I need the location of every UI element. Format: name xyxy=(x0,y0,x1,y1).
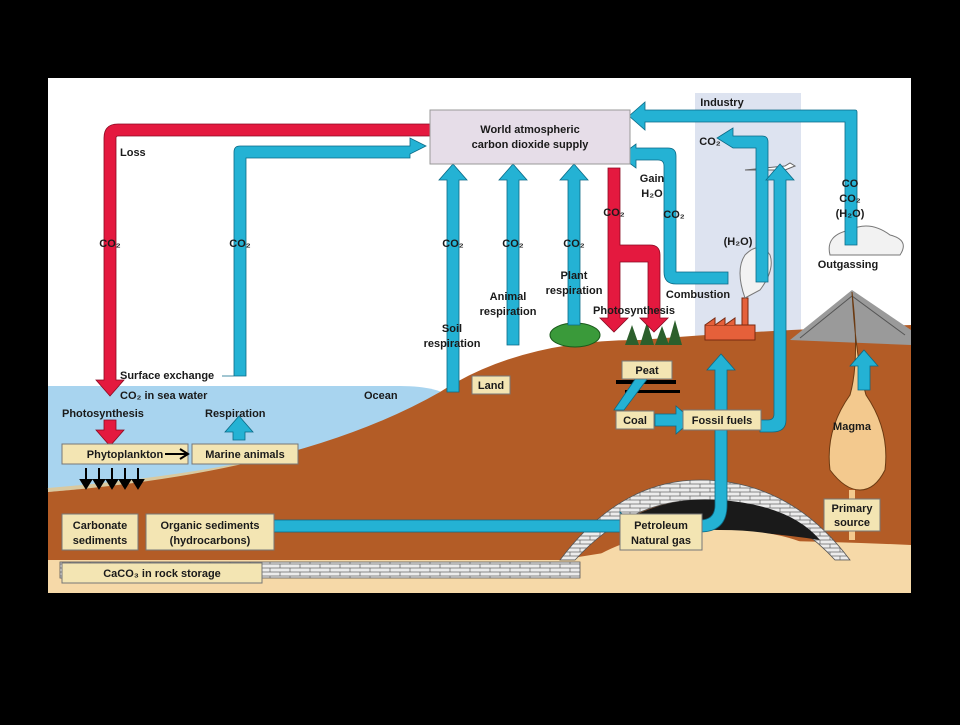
forest-trees xyxy=(625,320,682,345)
soil-respiration-line-2: respiration xyxy=(424,338,481,350)
peat-label: Peat xyxy=(635,365,659,377)
co2-soil-label: CO₂ xyxy=(442,238,464,250)
rock-dome xyxy=(559,479,851,561)
primary-source-box xyxy=(823,498,881,532)
co2-animal-label: CO₂ xyxy=(502,238,524,250)
gain-h2o-label: H₂O xyxy=(641,188,663,200)
combustion-arrow xyxy=(619,143,729,285)
outgassing-label: Outgassing xyxy=(818,259,879,271)
blue-arrows xyxy=(222,101,879,541)
carbonate-line-1: Carbonate xyxy=(73,520,127,532)
caco3-label: CaCO₃ in rock storage xyxy=(103,568,221,580)
co2-sea-water-label: CO₂ in sea water xyxy=(120,390,208,402)
co2-sea-label: CO₂ xyxy=(229,238,251,250)
animal-respiration-arrow xyxy=(498,163,528,346)
atmosphere-box xyxy=(429,109,631,165)
primary-line-1: Primary xyxy=(832,503,874,515)
organic-box xyxy=(145,513,275,551)
primary-line-2: source xyxy=(834,517,870,529)
ocean-label: Ocean xyxy=(364,390,398,402)
organic-line-1: Organic sediments xyxy=(160,520,259,532)
plume-h2o-label: (H₂O) xyxy=(724,236,753,248)
industry-label: Industry xyxy=(700,97,744,109)
co2-plant-label: CO₂ xyxy=(563,238,585,250)
sea-to-atmosphere-arrow xyxy=(222,137,427,377)
peat-layer-2 xyxy=(625,390,680,393)
petroleum-box xyxy=(619,513,703,551)
carbonate-box xyxy=(61,513,139,551)
sea-respiration-arrow xyxy=(224,415,254,441)
peat-layer-1 xyxy=(616,380,676,384)
fossil-fuels-label: Fossil fuels xyxy=(692,415,753,427)
sea-photosynthesis-label: Photosynthesis xyxy=(62,408,144,420)
petroleum-label: Petroleum xyxy=(634,520,688,532)
magma-label: Magma xyxy=(833,421,872,433)
fossil-fuels-box xyxy=(682,409,762,431)
land-photosynthesis-arrow xyxy=(599,167,669,333)
surface-exchange-label: Surface exchange xyxy=(120,370,214,382)
plant-respiration-line-2: respiration xyxy=(546,285,603,297)
plant-respiration-arrow xyxy=(559,163,589,326)
co2-industry-label: CO₂ xyxy=(699,136,721,148)
soil-respiration-arrow xyxy=(438,163,468,393)
carbonate-line-2: sediments xyxy=(73,535,127,547)
coal-box xyxy=(615,410,655,430)
phytoplankton-label: Phytoplankton xyxy=(87,449,164,461)
sea-respiration-label: Respiration xyxy=(205,408,266,420)
volcano-cone xyxy=(790,290,911,345)
airplane-co2-arrow xyxy=(716,127,769,283)
atmosphere-line-2: carbon dioxide supply xyxy=(472,139,590,151)
organic-line-2: (hydrocarbons) xyxy=(170,535,251,547)
shrub xyxy=(549,322,601,348)
volcano-co-arrow xyxy=(628,101,858,246)
plant-respiration-line-1: Plant xyxy=(561,270,588,282)
phyto-to-marine-arrow xyxy=(165,448,190,460)
land-photosynthesis-label: Photosynthesis xyxy=(593,305,675,317)
land-label: Land xyxy=(478,380,504,392)
red-arrows xyxy=(95,123,669,447)
volcano-h2o-label: (H₂O) xyxy=(836,208,865,220)
fossil-upward-arrow xyxy=(699,353,736,533)
animal-respiration-line-2: respiration xyxy=(480,306,537,318)
land-box xyxy=(471,375,511,395)
sea-photosynthesis-arrow xyxy=(95,419,125,447)
combustion-label: Combustion xyxy=(666,289,730,301)
sinking-arrows xyxy=(79,468,145,490)
natural-gas-label: Natural gas xyxy=(631,535,691,547)
marine-animals-box xyxy=(191,443,299,465)
animal-respiration-line-1: Animal xyxy=(490,291,527,303)
factory xyxy=(704,297,756,341)
peat-box xyxy=(621,360,673,380)
atmosphere-line-1: World atmospheric xyxy=(480,124,579,136)
loss-arrow xyxy=(95,123,431,397)
soil-respiration-line-1: Soil xyxy=(442,323,462,335)
marine-animals-label: Marine animals xyxy=(205,449,284,461)
co2-photosynthesis-label: CO₂ xyxy=(603,207,625,219)
fossil-to-airplane-arrow xyxy=(759,163,795,433)
gain-label: Gain xyxy=(640,173,665,185)
magma-up-arrow xyxy=(849,349,879,391)
coal-label: Coal xyxy=(623,415,647,427)
volcano-co-label: CO xyxy=(842,178,859,190)
volcano-co2-label: CO₂ xyxy=(839,193,861,205)
magma-chamber xyxy=(828,291,887,491)
caco3-box xyxy=(61,562,263,584)
co2-combustion-label: CO₂ xyxy=(663,209,685,221)
co2-loss-label: CO₂ xyxy=(99,238,121,250)
loss-label: Loss xyxy=(120,147,146,159)
